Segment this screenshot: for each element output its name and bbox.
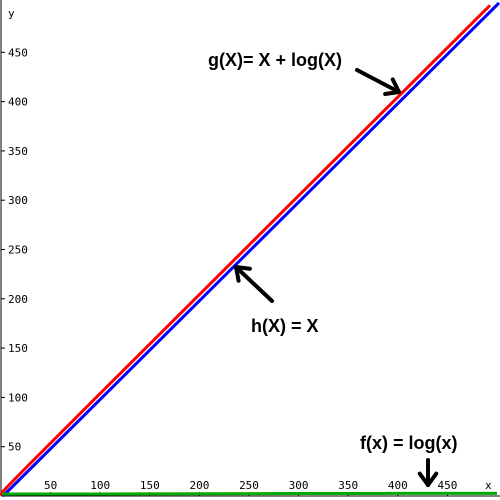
x-tick-label: 50 bbox=[44, 479, 57, 492]
ticks: 50 100 150 200 250 300 350 400 450 50 100 150 200 250… bbox=[1, 46, 457, 496]
annotation-layer: g(X)= X + log(X) h(X) = X f(x) = log(x) bbox=[208, 50, 458, 487]
y-tick-label: 350 bbox=[8, 145, 28, 158]
x-axis-label: x bbox=[485, 479, 492, 492]
x-tick-label: 400 bbox=[388, 479, 408, 492]
y-tick-label: 50 bbox=[8, 441, 21, 454]
series-f-line bbox=[1, 491, 498, 496]
x-tick-label: 250 bbox=[239, 479, 259, 492]
x-tick-label: 100 bbox=[90, 479, 110, 492]
y-tick-label: 400 bbox=[8, 96, 28, 109]
annotation-h: h(X) = X bbox=[251, 316, 319, 336]
y-tick-label: 250 bbox=[8, 244, 28, 257]
x-tick-label: 150 bbox=[140, 479, 160, 492]
annotation-f: f(x) = log(x) bbox=[360, 433, 458, 453]
arrow-h-icon bbox=[234, 265, 274, 303]
y-axis-label: y bbox=[8, 7, 15, 20]
y-tick-label: 100 bbox=[8, 391, 28, 404]
arrow-g-icon bbox=[355, 68, 401, 97]
x-tick-label: 350 bbox=[338, 479, 358, 492]
series-g-line bbox=[0, 4, 492, 496]
y-tick-label: 300 bbox=[8, 194, 28, 207]
x-tick-label: 450 bbox=[437, 479, 457, 492]
x-tick-label: 200 bbox=[189, 479, 209, 492]
arrow-f-icon bbox=[417, 458, 439, 487]
y-tick-label: 150 bbox=[8, 342, 28, 355]
y-tick-label: 200 bbox=[8, 293, 28, 306]
y-tick-label: 450 bbox=[8, 46, 28, 59]
annotation-g: g(X)= X + log(X) bbox=[208, 50, 342, 70]
x-tick-label: 300 bbox=[289, 479, 309, 492]
